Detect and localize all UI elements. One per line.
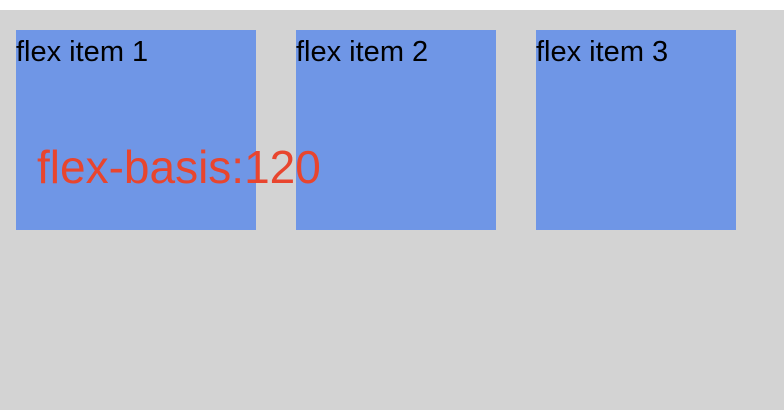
flex-basis-annotation: flex-basis:120: [37, 141, 321, 193]
flex-item-1: flex item 1: [16, 30, 256, 230]
flex-item-1-label: flex item 1: [16, 36, 149, 68]
flex-item-2-label: flex item 2: [296, 36, 429, 68]
flex-item-3-label: flex item 3: [536, 36, 669, 68]
flex-item-3: flex item 3: [536, 30, 736, 230]
flex-item-2: flex item 2: [296, 30, 496, 230]
flex-container: flex item 1 flex item 2 flex item 3 flex…: [0, 10, 784, 410]
